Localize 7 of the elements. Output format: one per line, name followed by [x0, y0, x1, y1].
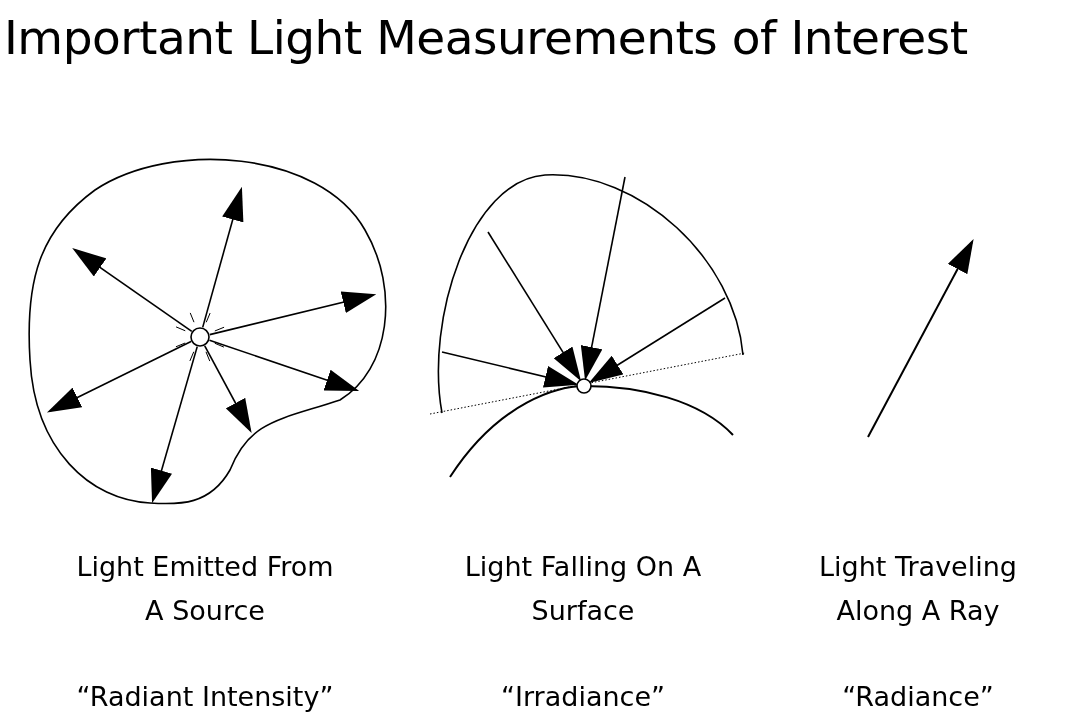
- caption: Light Traveling Along A Ray: [818, 550, 1018, 628]
- caption: Light Falling On A Surface: [463, 550, 703, 628]
- term-label: “Irradiance”: [500, 680, 666, 714]
- term-label: “Radiant Intensity”: [75, 680, 335, 714]
- caption: Light Emitted From A Source: [75, 550, 335, 628]
- title: Important Light Measurements of Interest: [4, 10, 968, 65]
- term-label: “Radiance”: [841, 680, 995, 714]
